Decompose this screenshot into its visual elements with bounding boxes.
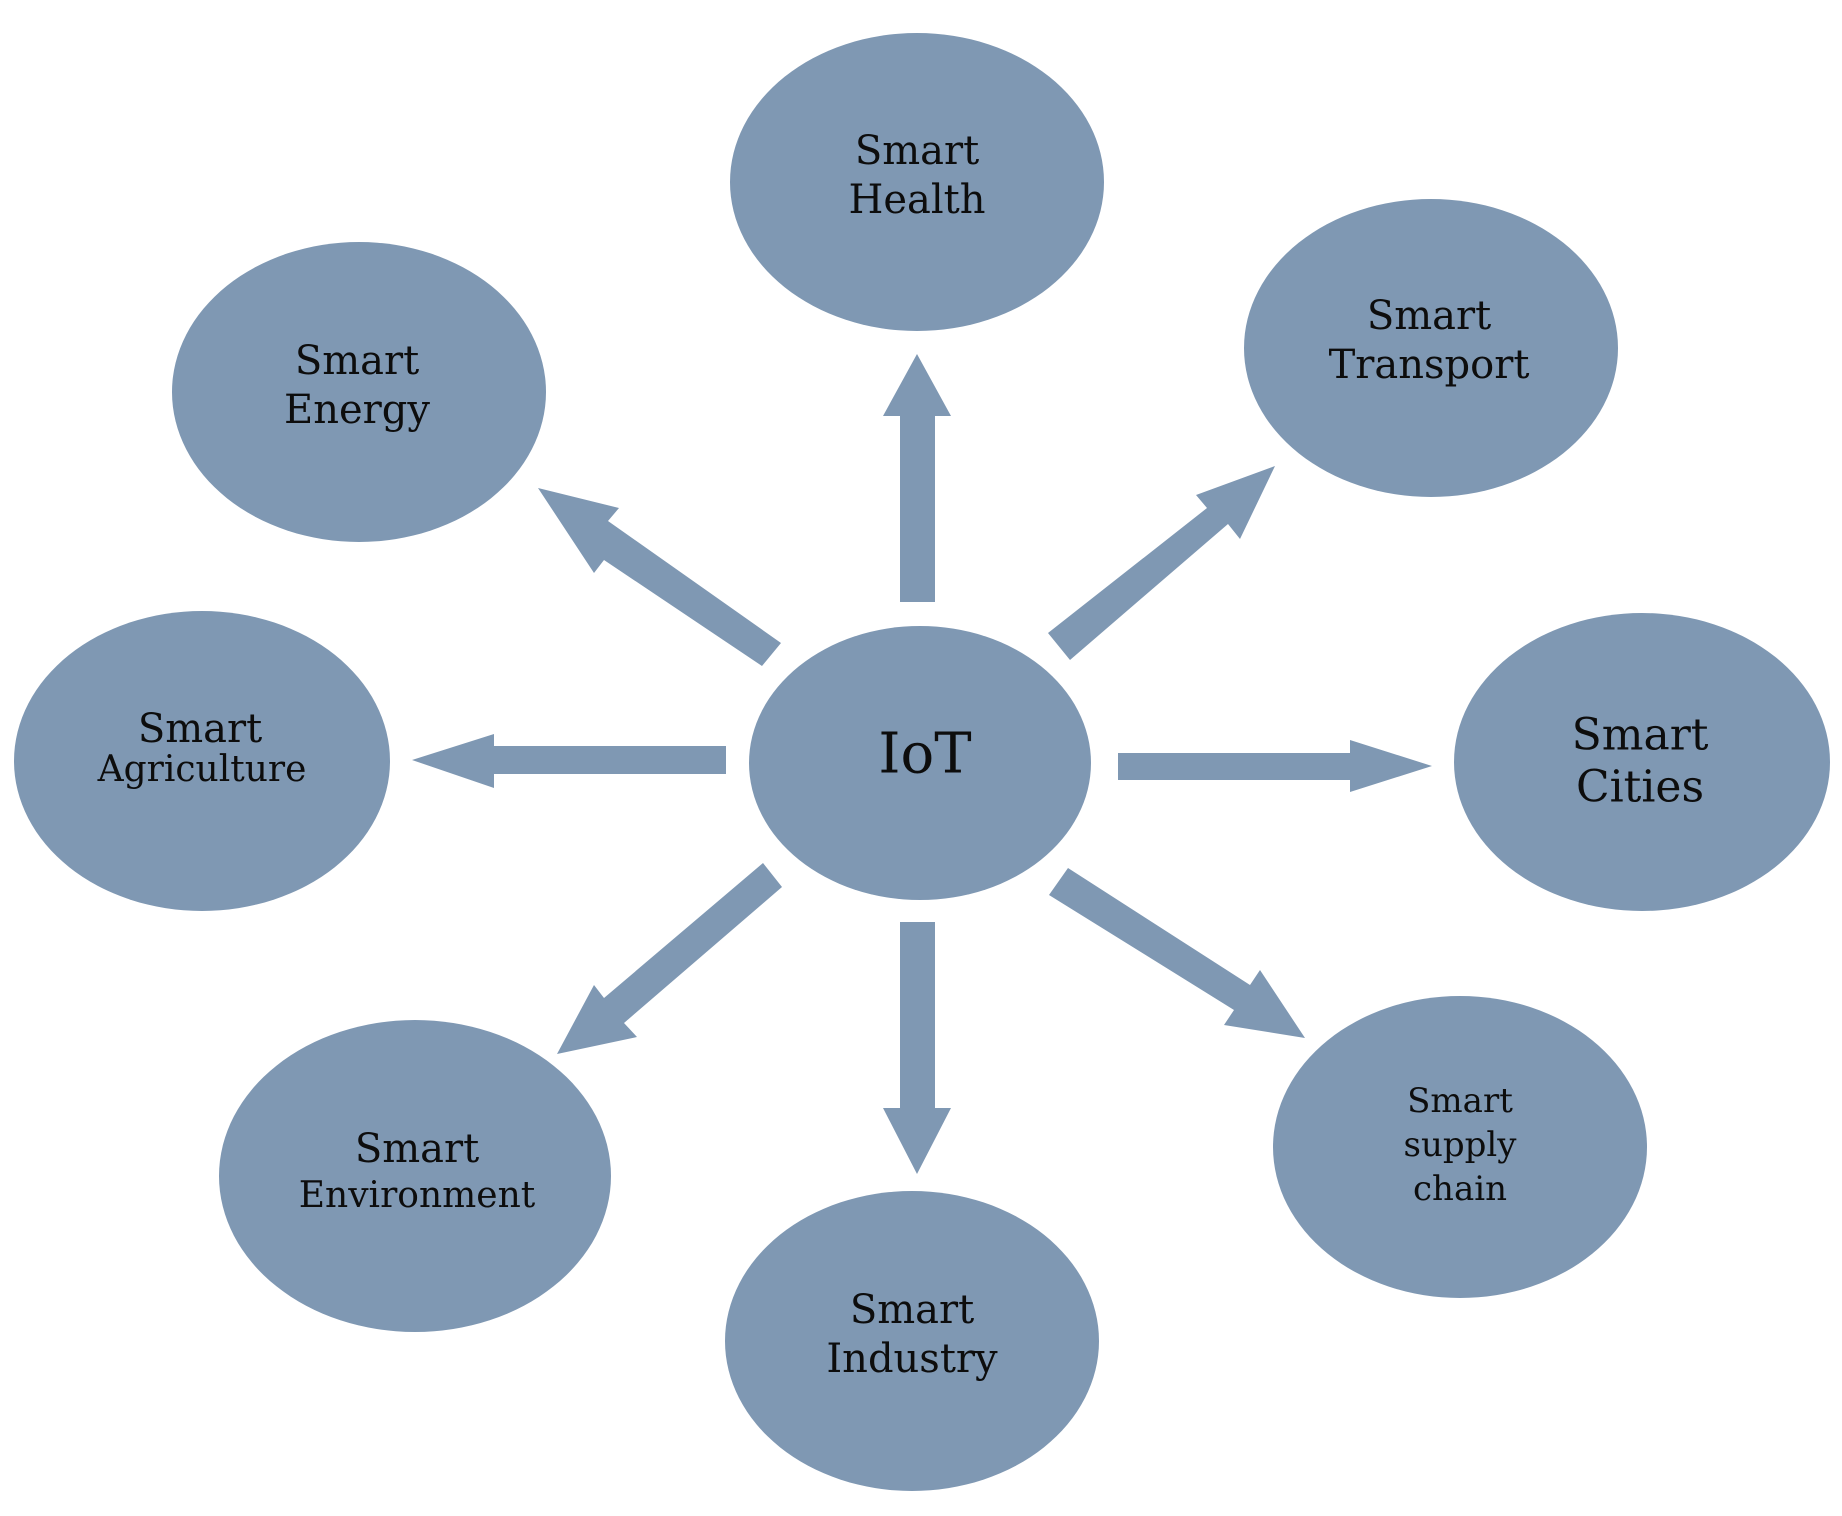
node-smart-environment: Smart Environment [219,1020,611,1332]
node-label-line: Smart [355,1126,479,1172]
arrow-to-transport [1048,466,1275,660]
node-smart-transport: Smart Transport [1244,199,1618,497]
nodes: Smart Health Smart Transport Smart Citie… [14,33,1830,1491]
node-ellipse [1454,613,1830,911]
node-label-line: Smart [1572,710,1709,761]
node-label-line: Agriculture [97,749,307,790]
node-smart-cities: Smart Cities [1454,613,1830,911]
node-label-line: Smart [855,128,979,174]
node-label-line: Smart [850,1287,974,1333]
node-label-line: chain [1413,1169,1507,1209]
node-smart-energy: Smart Energy [172,242,546,542]
node-smart-agriculture: Smart Agriculture [14,611,390,911]
node-label-line: Health [848,177,985,223]
node-ellipse [730,33,1104,331]
node-label-line: Transport [1329,342,1530,388]
node-ellipse [14,611,390,911]
node-label-line: Cities [1576,762,1704,813]
node-label-line: supply [1404,1125,1518,1165]
node-smart-industry: Smart Industry [725,1191,1099,1491]
arrow-to-energy [538,488,781,666]
node-label-line: Smart [138,706,262,752]
arrow-to-supply-chain [1049,868,1305,1038]
node-label-line: Smart [1407,1081,1513,1121]
node-iot-center: IoT [749,626,1091,900]
node-ellipse [1273,996,1647,1298]
arrow-to-agriculture [412,734,726,788]
node-ellipse [219,1020,611,1332]
node-smart-health: Smart Health [730,33,1104,331]
node-label-line: Smart [1367,293,1491,339]
node-smart-supply-chain: Smart supply chain [1273,996,1647,1298]
arrow-to-industry [883,922,951,1174]
node-label-line: Energy [284,387,430,433]
node-ellipse [1244,199,1618,497]
center-label: IoT [878,722,971,787]
node-ellipse [725,1191,1099,1491]
arrows [412,354,1432,1174]
arrow-to-health [883,354,951,602]
arrow-to-environment [557,863,782,1054]
arrow-to-cities [1118,740,1432,792]
center-ellipse [749,626,1091,900]
node-label-line: Environment [299,1175,536,1216]
node-label-line: Smart [295,338,419,384]
node-ellipse [172,242,546,542]
node-label-line: Industry [826,1336,998,1382]
